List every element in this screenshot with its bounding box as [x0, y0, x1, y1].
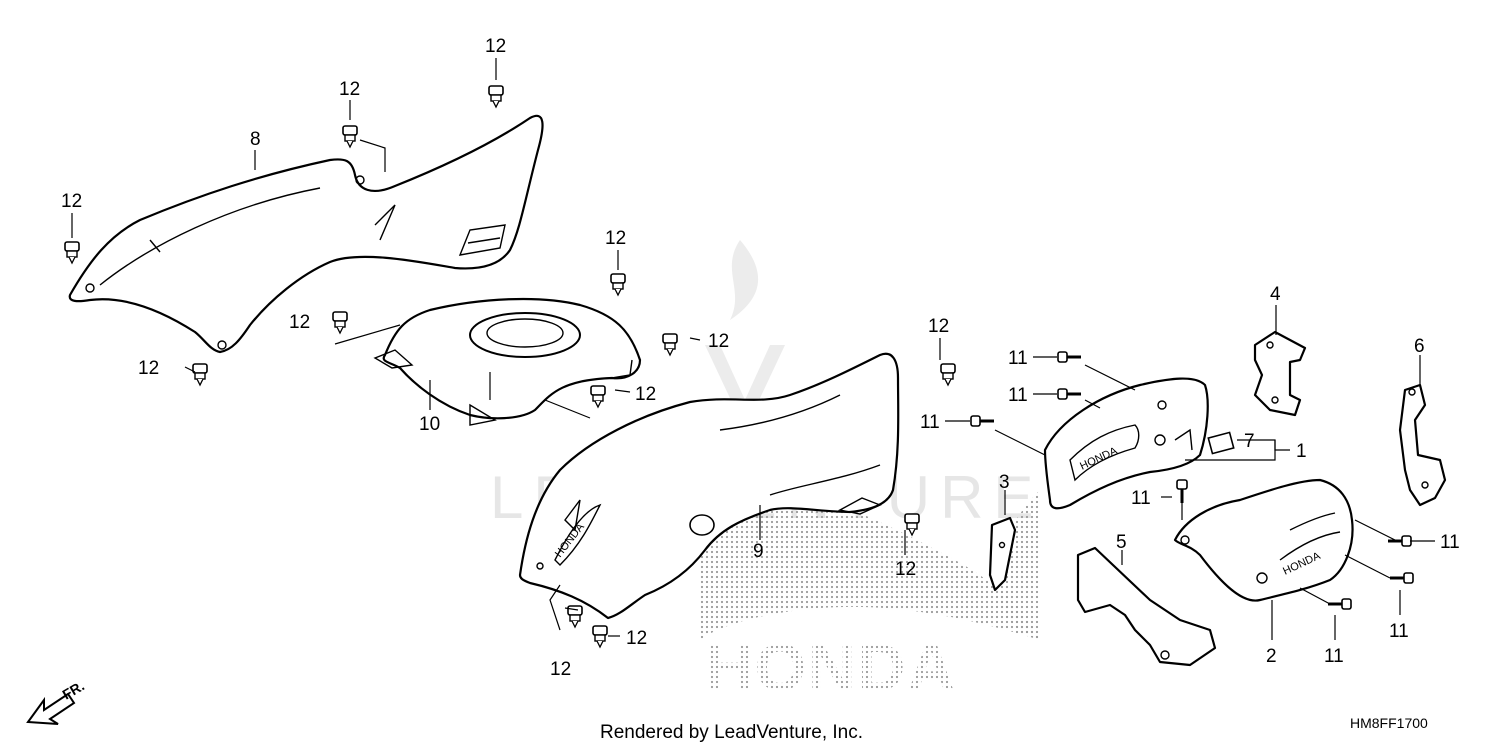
honda-watermark-text: HONDA	[705, 630, 957, 704]
honda-wing-watermark	[700, 470, 1040, 640]
callout-1: 1	[1296, 441, 1307, 462]
callout-12-g: 12	[708, 331, 729, 352]
clip-12-e	[332, 311, 348, 334]
callout-10: 10	[419, 414, 440, 435]
callout-5: 5	[1116, 532, 1127, 553]
clip-12-f	[192, 363, 208, 386]
callout-12-d: 12	[605, 228, 626, 249]
screw-11-g	[1326, 597, 1353, 611]
part-7-pad	[1207, 431, 1235, 455]
callout-12-f: 12	[138, 358, 159, 379]
part-6-stay	[1398, 383, 1447, 507]
callout-12-h: 12	[635, 384, 656, 405]
callout-8: 8	[250, 129, 261, 150]
callout-12-j: 12	[895, 559, 916, 580]
callout-9: 9	[753, 541, 764, 562]
clip-12-l	[592, 625, 608, 648]
callout-11-c: 11	[920, 412, 940, 433]
callout-11-f: 11	[1389, 621, 1409, 642]
diagram-code: HM8FF1700	[1350, 715, 1428, 731]
clip-12-a	[488, 85, 504, 108]
callout-11-b: 11	[1008, 385, 1028, 406]
clip-12-d	[610, 273, 626, 296]
screw-11-a	[1056, 350, 1083, 364]
clip-12-i	[940, 363, 956, 386]
callout-6: 6	[1414, 336, 1425, 357]
screw-11-c	[969, 414, 996, 428]
callout-12-b: 12	[339, 79, 360, 100]
callout-12-l: 12	[626, 628, 647, 649]
footer-credit: Rendered by LeadVenture, Inc.	[600, 722, 863, 743]
leader-lines	[71, 58, 1435, 640]
part-10-tank-cover	[373, 297, 642, 426]
callout-11-d: 11	[1131, 488, 1151, 509]
part-4-bracket	[1253, 330, 1307, 417]
callout-12-c: 12	[61, 191, 82, 212]
screw-11-e	[1386, 534, 1413, 548]
screw-11-b	[1056, 387, 1083, 401]
screw-11-f	[1388, 571, 1415, 585]
callout-12-a: 12	[485, 36, 506, 57]
clip-12-b	[342, 125, 358, 148]
part-5-stay	[1076, 546, 1217, 667]
callout-3: 3	[999, 472, 1010, 493]
watermark-logo	[705, 240, 785, 430]
clip-12-j	[904, 513, 920, 536]
callout-7: 7	[1244, 431, 1255, 452]
callout-12-i: 12	[928, 316, 949, 337]
part-1-shroud: HONDA	[1043, 377, 1209, 510]
callout-12-k: 12	[550, 659, 571, 680]
part-8-side-cover	[68, 114, 544, 354]
part-3-clip	[988, 516, 1017, 592]
callout-11-g: 11	[1324, 646, 1344, 667]
callout-11-a: 11	[1008, 348, 1028, 369]
screw-11-d	[1175, 478, 1189, 505]
part-2-lower-cover: HONDA	[1173, 478, 1354, 602]
clip-12-h	[590, 385, 606, 408]
clip-12-g	[662, 333, 678, 356]
front-direction-arrow-icon	[26, 692, 76, 725]
clip-12-c	[64, 241, 80, 264]
callout-4: 4	[1270, 284, 1281, 305]
callout-11-e: 11	[1440, 532, 1460, 553]
part-9-tank-side-cover: HONDA	[518, 352, 900, 620]
callout-2: 2	[1266, 646, 1277, 667]
callout-12-e: 12	[289, 312, 310, 333]
